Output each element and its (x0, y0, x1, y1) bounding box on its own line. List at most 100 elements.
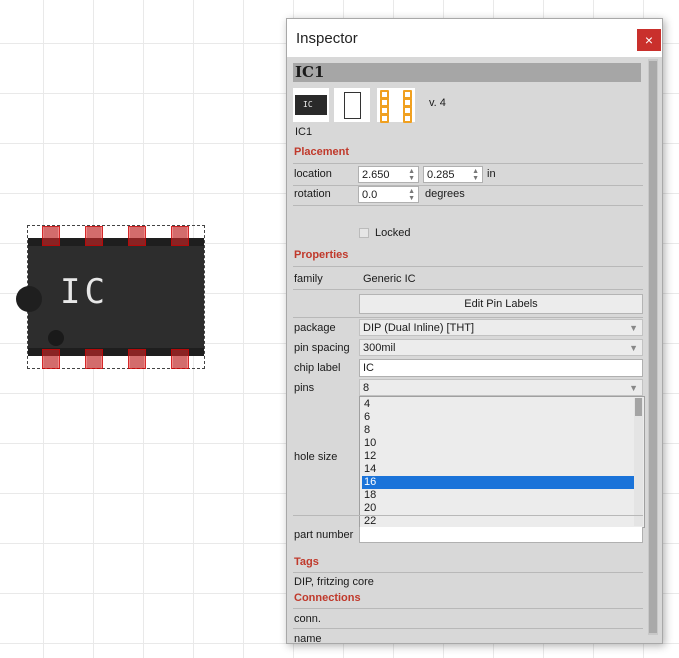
pins-option[interactable]: 6 (364, 411, 371, 423)
pins-label: pins (294, 382, 315, 394)
family-value: Generic IC (363, 273, 416, 285)
divider (293, 572, 643, 573)
divider (293, 266, 643, 267)
pins-option[interactable]: 4 (364, 398, 371, 410)
section-tags: Tags (294, 556, 319, 568)
divider (293, 515, 643, 516)
location-y-value: 0.285 (427, 169, 455, 181)
pins-option[interactable]: 18 (364, 489, 377, 501)
pin-highlight[interactable] (128, 349, 146, 369)
part-caption: IC1 (295, 126, 313, 138)
name-label: name (294, 633, 322, 643)
pins-value: 8 (363, 382, 370, 394)
divider (293, 628, 643, 629)
list-scroll-thumb[interactable] (635, 398, 642, 416)
spin-arrows-icon[interactable]: ▲▼ (408, 168, 415, 182)
package-select[interactable]: DIP (Dual Inline) [THT] ▼ (359, 319, 643, 336)
part-title: IC1 (293, 63, 641, 82)
dropdown-arrow-icon: ▼ (629, 383, 638, 393)
package-label: package (294, 322, 336, 334)
list-scrollbar[interactable] (634, 398, 643, 526)
pin-highlight[interactable] (85, 349, 103, 369)
edit-pin-labels-button[interactable]: Edit Pin Labels (359, 294, 643, 314)
locked-checkbox[interactable] (359, 228, 369, 238)
schematic-view-image[interactable] (334, 88, 370, 122)
pcb-view-image[interactable] (377, 88, 415, 123)
hole-size-label: hole size (294, 451, 338, 463)
pin-spacing-select[interactable]: 300mil ▼ (359, 339, 643, 356)
divider (293, 317, 643, 318)
pins-option[interactable]: 20 (364, 502, 377, 514)
package-value: DIP (Dual Inline) [THT] (363, 322, 475, 334)
pin-highlight[interactable] (85, 226, 103, 246)
chip-notch (16, 286, 42, 312)
location-unit: in (487, 168, 496, 180)
pcb-pad (403, 114, 412, 123)
location-label: location (294, 168, 332, 180)
location-y-input[interactable]: 0.285 ▲▼ (423, 166, 483, 183)
pins-option[interactable]: 10 (364, 437, 377, 449)
divider (293, 163, 643, 164)
pins-dropdown-list[interactable]: 4 6 8 10 12 14 16 18 20 22 (359, 396, 645, 528)
pin-spacing-label: pin spacing (294, 342, 350, 354)
spin-arrows-icon[interactable]: ▲▼ (472, 168, 479, 182)
pin-highlight[interactable] (128, 226, 146, 246)
section-placement: Placement (294, 146, 350, 158)
divider (293, 608, 643, 609)
pcb-pad (380, 114, 389, 123)
part-number-label: part number (294, 529, 354, 541)
tags-value: DIP, fritzing core (294, 576, 374, 588)
inspector-scrollbar[interactable] (648, 59, 658, 635)
pins-select[interactable]: 8 ▼ (359, 379, 643, 396)
conn-label: conn. (294, 613, 321, 625)
section-connections: Connections (294, 592, 361, 604)
chip-band (28, 348, 204, 356)
location-x-input[interactable]: 2.650 ▲▼ (358, 166, 419, 183)
chip-label-text: IC (60, 272, 109, 312)
ic-part-on-canvas[interactable]: IC (16, 225, 205, 369)
dropdown-arrow-icon: ▼ (629, 323, 638, 333)
locked-label: Locked (375, 227, 411, 239)
mini-chip-text: IC (303, 100, 313, 109)
inspector-title: Inspector (296, 30, 358, 47)
chip-body: IC (16, 238, 204, 356)
pins-option-highlighted[interactable]: 16 (362, 476, 634, 489)
chip-label-label: chip label (294, 362, 341, 374)
divider (293, 205, 643, 206)
close-icon: × (644, 32, 654, 48)
pin-highlight[interactable] (171, 349, 189, 369)
pins-option[interactable]: 8 (364, 424, 371, 436)
pins-option[interactable]: 14 (364, 463, 377, 475)
close-button[interactable]: × (637, 29, 661, 51)
inspector-content: IC1 IC v. 4 IC1 Placement location 2.650… (287, 57, 647, 643)
spin-arrows-icon[interactable]: ▲▼ (408, 188, 415, 202)
pin1-dot (48, 330, 64, 346)
chip-label-input[interactable]: IC (359, 359, 643, 377)
pin-spacing-value: 300mil (363, 342, 396, 354)
rotation-value: 0.0 (362, 189, 378, 201)
chip-band (28, 238, 204, 246)
chip-label-value: IC (363, 362, 374, 374)
pins-option[interactable]: 12 (364, 450, 377, 462)
section-properties: Properties (294, 249, 349, 261)
inspector-titlebar[interactable]: Inspector × (287, 19, 662, 57)
location-x-value: 2.650 (362, 169, 390, 181)
pin-highlight[interactable] (42, 349, 60, 369)
pins-option[interactable]: 22 (364, 515, 377, 527)
rotation-input[interactable]: 0.0 ▲▼ (358, 186, 419, 203)
inspector-scroll-thumb[interactable] (649, 61, 657, 633)
divider (293, 289, 643, 290)
pin-highlight[interactable] (171, 226, 189, 246)
family-label: family (294, 273, 323, 285)
breadboard-view-image[interactable]: IC (293, 88, 329, 122)
rotation-unit: degrees (425, 188, 465, 200)
divider (293, 185, 643, 186)
version-label: v. 4 (429, 97, 446, 109)
rotation-label: rotation (294, 188, 331, 200)
mini-chip: IC (295, 95, 327, 115)
part-number-input[interactable] (359, 527, 643, 543)
schematic-box (344, 92, 361, 119)
pin-highlight[interactable] (42, 226, 60, 246)
dropdown-arrow-icon: ▼ (629, 343, 638, 353)
inspector-window: Inspector × IC1 IC v. 4 IC1 Placement lo… (286, 18, 663, 644)
